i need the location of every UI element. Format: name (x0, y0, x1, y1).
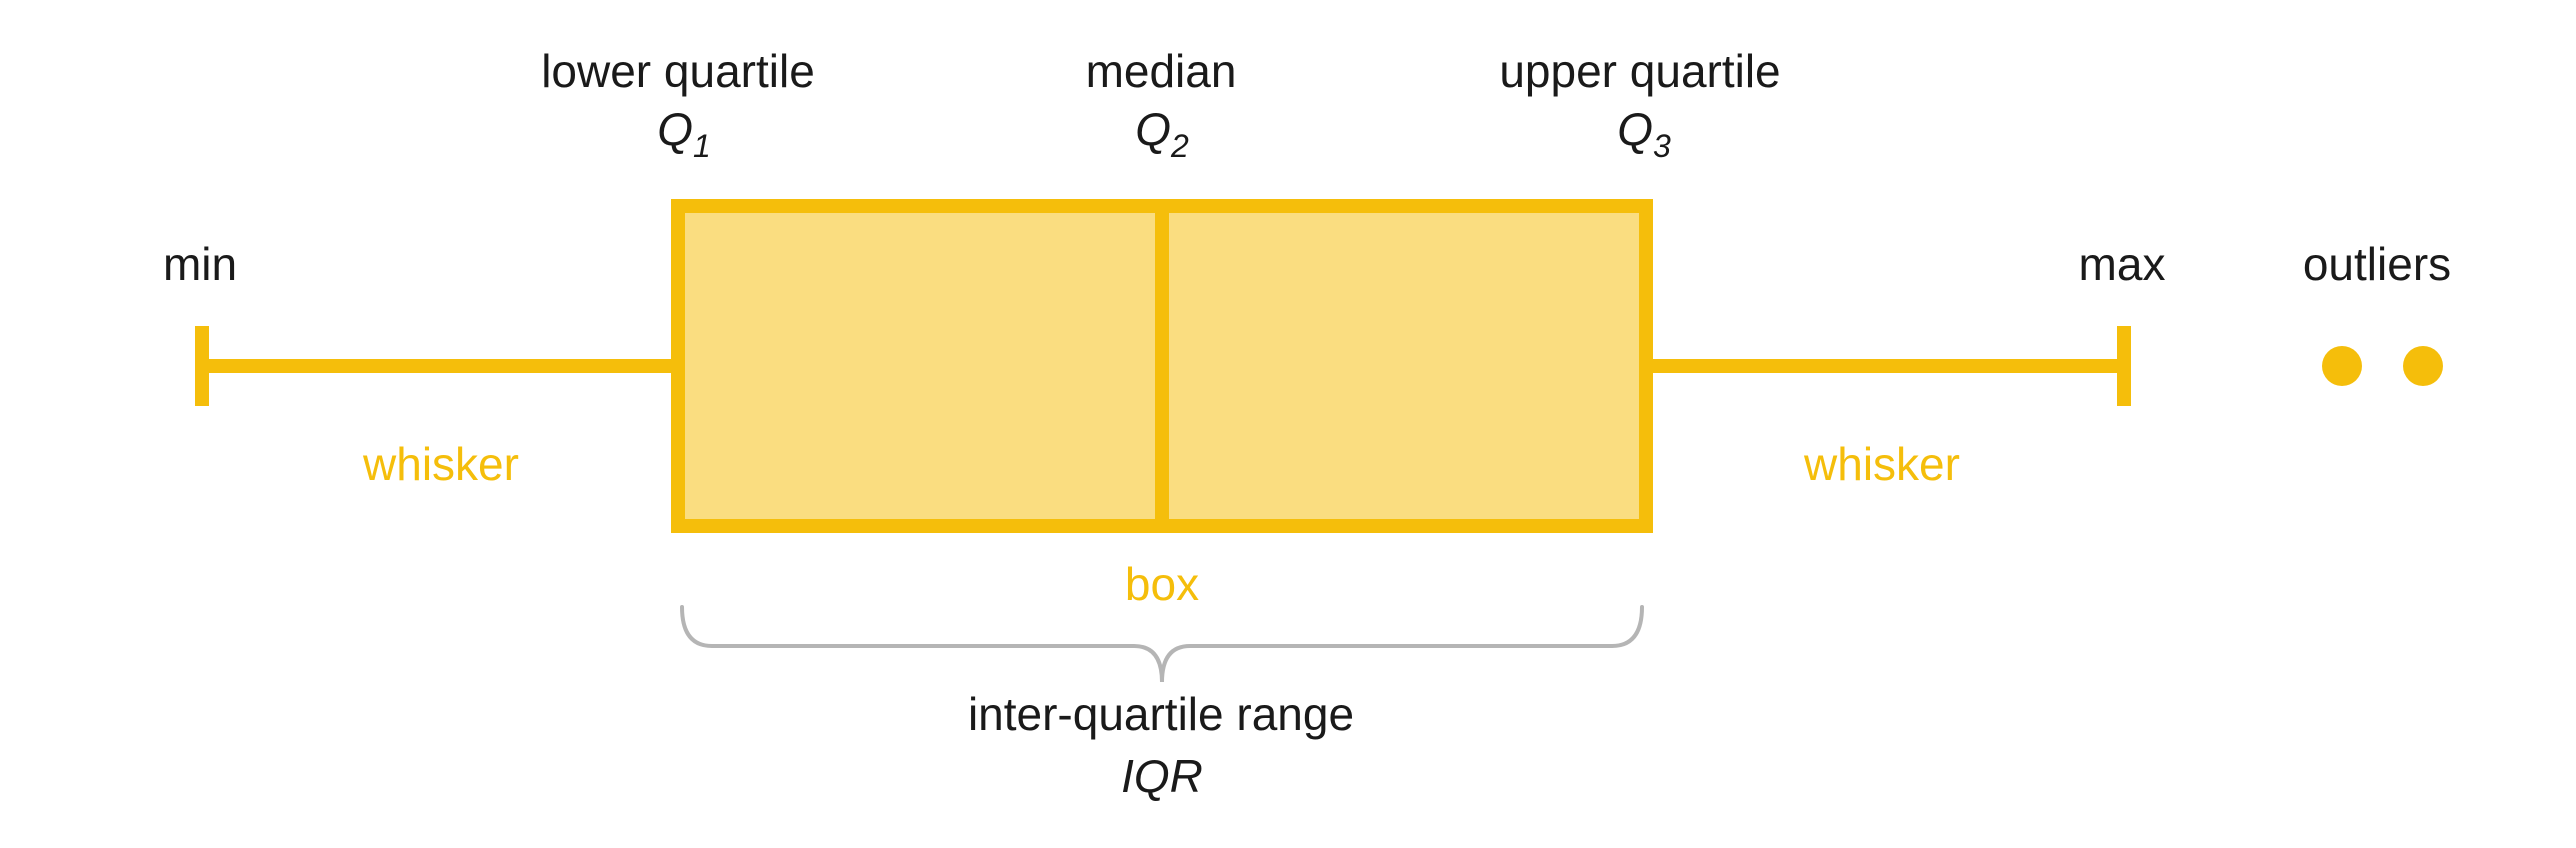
median-label: median (1086, 45, 1237, 97)
lower-quartile-symbol: Q1 (657, 103, 711, 164)
outliers-label: outliers (2303, 238, 2451, 290)
lower-quartile-symbol-letter: Q (657, 103, 693, 155)
min-label: min (163, 238, 237, 290)
iqr-label: inter-quartile range (968, 688, 1354, 740)
lower-quartile-symbol-subscript: 1 (693, 128, 711, 164)
outlier-dot-icon (2403, 346, 2443, 386)
left-whisker-label: whisker (362, 438, 519, 490)
upper-quartile-symbol-subscript: 3 (1653, 128, 1671, 164)
iqr-symbol: IQR (1121, 750, 1203, 802)
median-symbol: Q2 (1135, 103, 1189, 164)
median-symbol-letter: Q (1135, 103, 1171, 155)
upper-quartile-label: upper quartile (1499, 45, 1780, 97)
right-whisker-label: whisker (1803, 438, 1960, 490)
upper-quartile-symbol: Q3 (1617, 103, 1671, 164)
lower-quartile-label: lower quartile (541, 45, 815, 97)
outlier-dot-icon (2322, 346, 2362, 386)
upper-quartile-symbol-letter: Q (1617, 103, 1653, 155)
median-symbol-subscript: 2 (1170, 128, 1189, 164)
iqr-brace-icon (680, 605, 1644, 683)
box-label: box (1125, 558, 1199, 610)
max-label: max (2079, 238, 2166, 290)
